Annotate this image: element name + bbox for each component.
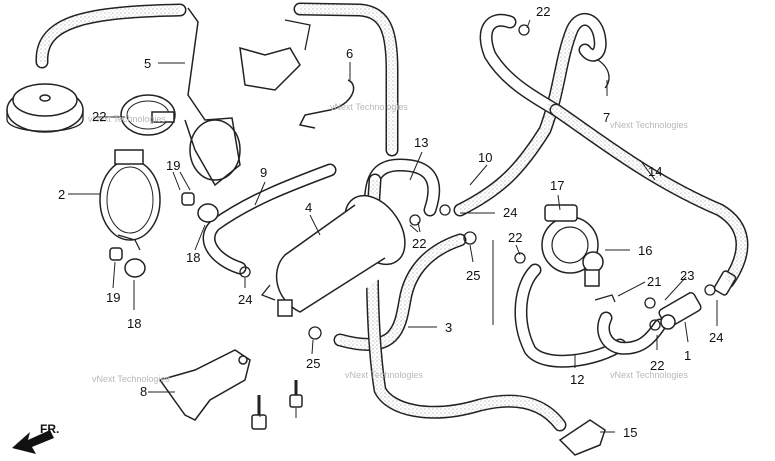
callout-3: 3 bbox=[445, 320, 452, 335]
watermark-text: vNext Technologies bbox=[88, 114, 166, 124]
grommet-18-b bbox=[124, 258, 146, 278]
watermark-text: vNext Technologies bbox=[92, 374, 170, 384]
callout-22-c: 22 bbox=[508, 230, 522, 245]
callout-9: 9 bbox=[260, 165, 267, 180]
leader-lines bbox=[68, 19, 718, 433]
watermark-text: vNext Technologies bbox=[345, 370, 423, 380]
callout-22-d: 23 bbox=[680, 268, 694, 283]
callouts: 5 6 7 22 22 2 19 18 9 13 10 14 17 4 24 2… bbox=[58, 4, 723, 440]
callout-4: 4 bbox=[305, 200, 312, 215]
callout-23: 24 bbox=[709, 330, 723, 345]
callout-6: 6 bbox=[346, 46, 353, 61]
band-2 bbox=[99, 149, 161, 251]
fuel-cap bbox=[6, 83, 84, 133]
callout-22-top: 22 bbox=[536, 4, 550, 19]
callout-24-c: 25 bbox=[306, 356, 320, 371]
collar-19-b bbox=[109, 247, 123, 261]
hose-clips bbox=[239, 24, 716, 340]
grommet-18-a bbox=[197, 203, 219, 223]
callout-5: 5 bbox=[144, 56, 151, 71]
callout-21: 22 bbox=[92, 109, 106, 124]
bracket-8 bbox=[158, 349, 251, 421]
joint-1 bbox=[658, 292, 702, 330]
front-arrow-icon bbox=[12, 430, 54, 454]
front-label: FR. bbox=[40, 422, 59, 436]
front-direction-indicator: FR. bbox=[12, 422, 59, 454]
collar-19-a bbox=[181, 192, 195, 206]
clamp-21 bbox=[120, 94, 176, 136]
callout-12: 12 bbox=[570, 372, 584, 387]
watermark-text: vNext Technologies bbox=[330, 102, 408, 112]
watermark-text: vNext Technologies bbox=[610, 370, 688, 380]
callout-18-a: 18 bbox=[186, 250, 200, 265]
clip-15 bbox=[558, 419, 606, 456]
callout-2: 2 bbox=[58, 187, 65, 202]
callout-19-b: 19 bbox=[106, 290, 120, 305]
callout-15: 15 bbox=[623, 425, 637, 440]
callout-14: 14 bbox=[648, 164, 662, 179]
callout-24-b: 25 bbox=[466, 268, 480, 283]
bolt-25-a bbox=[251, 395, 267, 430]
callout-19-a: 19 bbox=[166, 158, 180, 173]
callout-24-a: 24 bbox=[503, 205, 517, 220]
callout-18-b: 18 bbox=[127, 316, 141, 331]
watermark-text: vNext Technologies bbox=[610, 120, 688, 130]
bolt-25-b bbox=[289, 380, 303, 408]
pump-cap-17 bbox=[544, 204, 578, 222]
callout-20-a: 21 bbox=[647, 274, 661, 289]
clip-6 bbox=[298, 79, 355, 129]
callout-16: 16 bbox=[638, 243, 652, 258]
callout-7: 7 bbox=[603, 110, 610, 125]
hose-top-middle bbox=[293, 2, 399, 157]
fuel-pump-16 bbox=[541, 204, 604, 287]
callout-22-b: 22 bbox=[412, 236, 426, 251]
watermarks: vNext Technologies vNext Technologies vN… bbox=[88, 102, 688, 384]
fuel-filter-4 bbox=[260, 194, 406, 320]
callout-8: 8 bbox=[140, 384, 147, 399]
callout-1: 1 bbox=[684, 348, 691, 363]
bracket-5 bbox=[184, 7, 311, 187]
callout-17: 17 bbox=[550, 178, 564, 193]
callout-13: 13 bbox=[414, 135, 428, 150]
callout-10: 10 bbox=[478, 150, 492, 165]
callout-22-e: 24 bbox=[238, 292, 252, 307]
callout-20-b: 22 bbox=[650, 358, 664, 373]
